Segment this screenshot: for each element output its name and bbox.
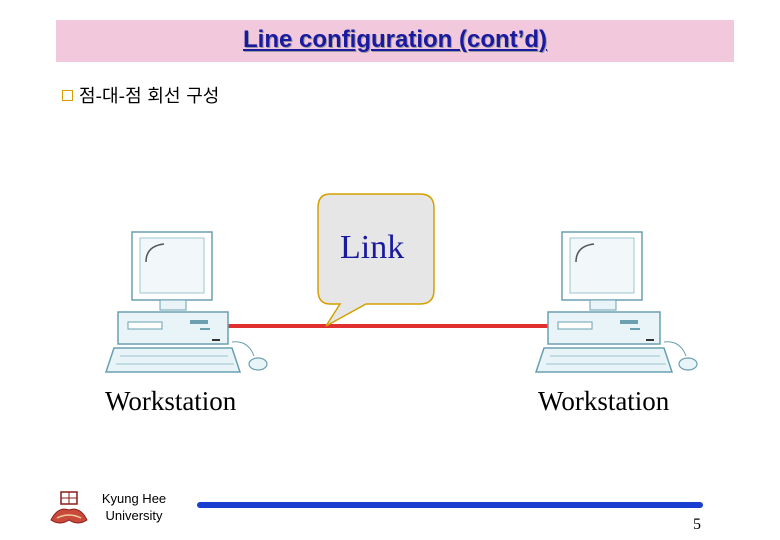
- page-number: 5: [693, 516, 701, 533]
- university-name-line2: University: [105, 508, 163, 523]
- title-banner: Line configuration (cont’d): [56, 20, 734, 62]
- bullet-text: 점-대-점 회선 구성: [79, 86, 220, 107]
- link-callout-bubble: [317, 193, 435, 327]
- workstation-right-label: Workstation: [538, 386, 670, 416]
- workstation-right-icon: [534, 231, 698, 373]
- workstation-left-icon: [104, 231, 268, 373]
- link-label: Link: [340, 229, 405, 266]
- university-name-line1: Kyung Hee: [101, 491, 167, 506]
- slide-title: Line configuration (cont’d): [243, 26, 547, 53]
- bullet-item: 점-대-점 회선 구성: [62, 82, 219, 108]
- checkbox-bullet-icon: [62, 89, 73, 101]
- workstation-left-label: Workstation: [105, 386, 237, 416]
- footer-divider: [197, 502, 703, 508]
- university-logo-icon: [50, 491, 88, 524]
- university-name: Kyung Hee University: [94, 490, 174, 524]
